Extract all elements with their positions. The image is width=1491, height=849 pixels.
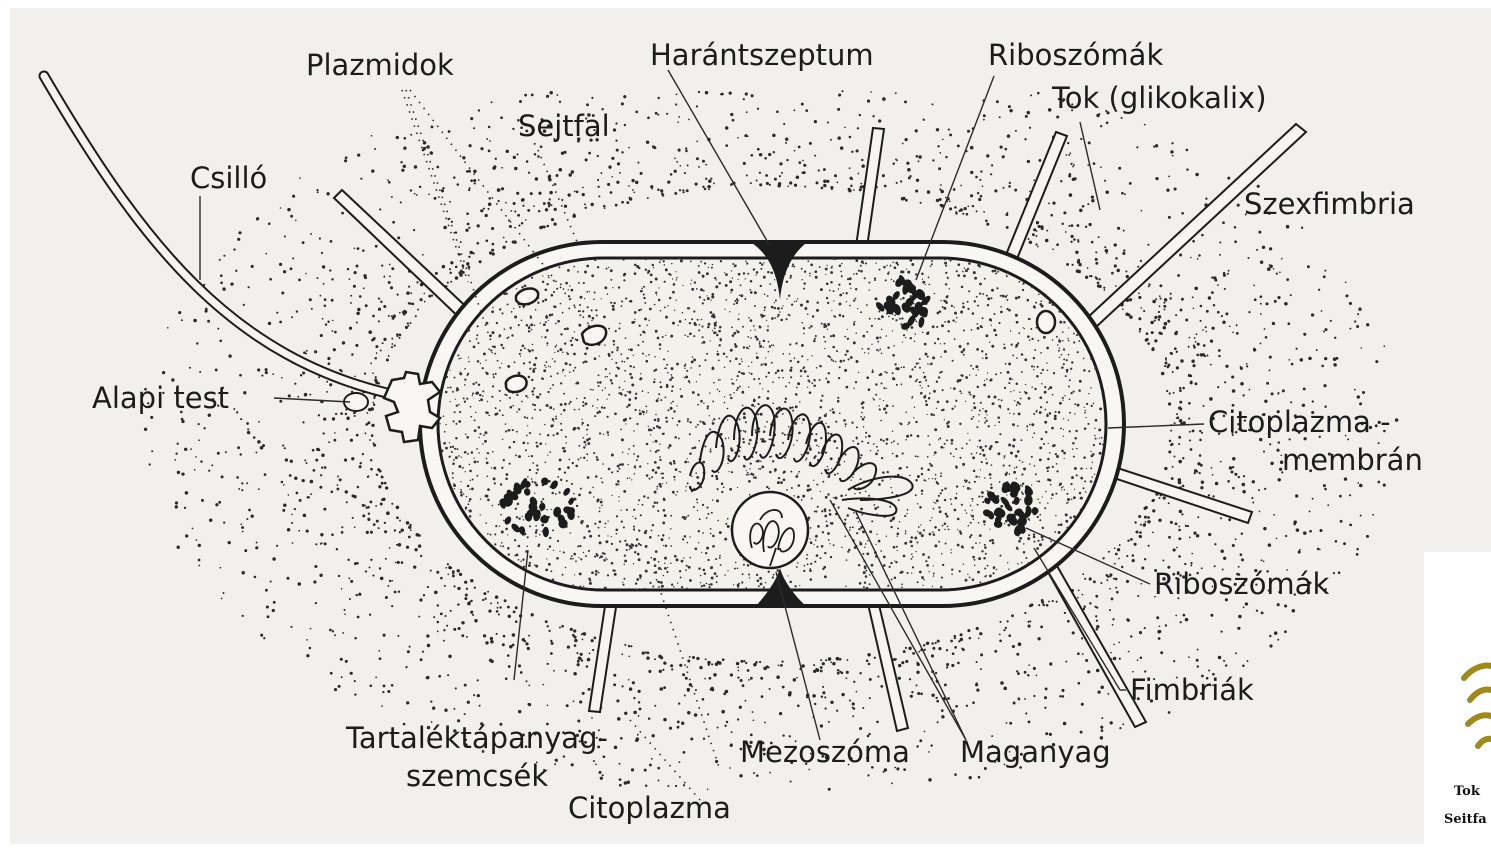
label-mezoszoma: Mezoszóma	[740, 735, 910, 769]
sex-fimbria	[1072, 124, 1306, 340]
label-riboszomak-bottom: Riboszómák	[1154, 567, 1329, 601]
diagram-paper: Plazmidok Harántszeptum Riboszómák Tok (…	[10, 8, 1491, 844]
plasmid-2	[582, 326, 606, 345]
fimbria-upper-left	[334, 190, 476, 324]
label-citoplazma-membran-1: Citoplazma -	[1208, 405, 1391, 439]
mesosome	[732, 492, 808, 568]
label-sejtfal: Sejtfal	[518, 109, 610, 143]
plasmid-3	[506, 376, 527, 392]
bacterium-diagram: Plazmidok Harántszeptum Riboszómák Tok (…	[10, 8, 1491, 844]
inset-figure: Tok Seitfa	[1424, 552, 1491, 849]
plasmid-1	[516, 289, 538, 305]
inset-label-sejtfal: Seitfa	[1444, 812, 1487, 827]
plasmid-4	[1037, 311, 1055, 333]
label-alapi-test: Alapi test	[92, 381, 229, 415]
flagellum	[44, 76, 400, 396]
label-szexfimbria: Szexfimbria	[1244, 187, 1415, 221]
label-tok-glikokalix: Tok (glikokalix)	[1051, 81, 1267, 115]
label-tartalek-1: Tartaléktápanyag-	[345, 721, 608, 755]
inset-label-tok: Tok	[1454, 784, 1480, 799]
label-plazmidok: Plazmidok	[306, 48, 454, 82]
inset-bacteria-drawing	[1424, 552, 1491, 752]
label-harantszeptum: Harántszeptum	[650, 38, 874, 72]
label-tartalek-2: szemcsék	[406, 759, 548, 793]
label-csillo: Csilló	[190, 161, 267, 195]
label-maganyag: Maganyag	[960, 735, 1111, 769]
label-riboszomak-top: Riboszómák	[988, 38, 1163, 72]
label-citoplazma: Citoplazma	[568, 791, 731, 825]
label-fimbriak: Fimbriák	[1130, 673, 1254, 707]
label-citoplazma-membran-2: membrán	[1282, 443, 1423, 477]
